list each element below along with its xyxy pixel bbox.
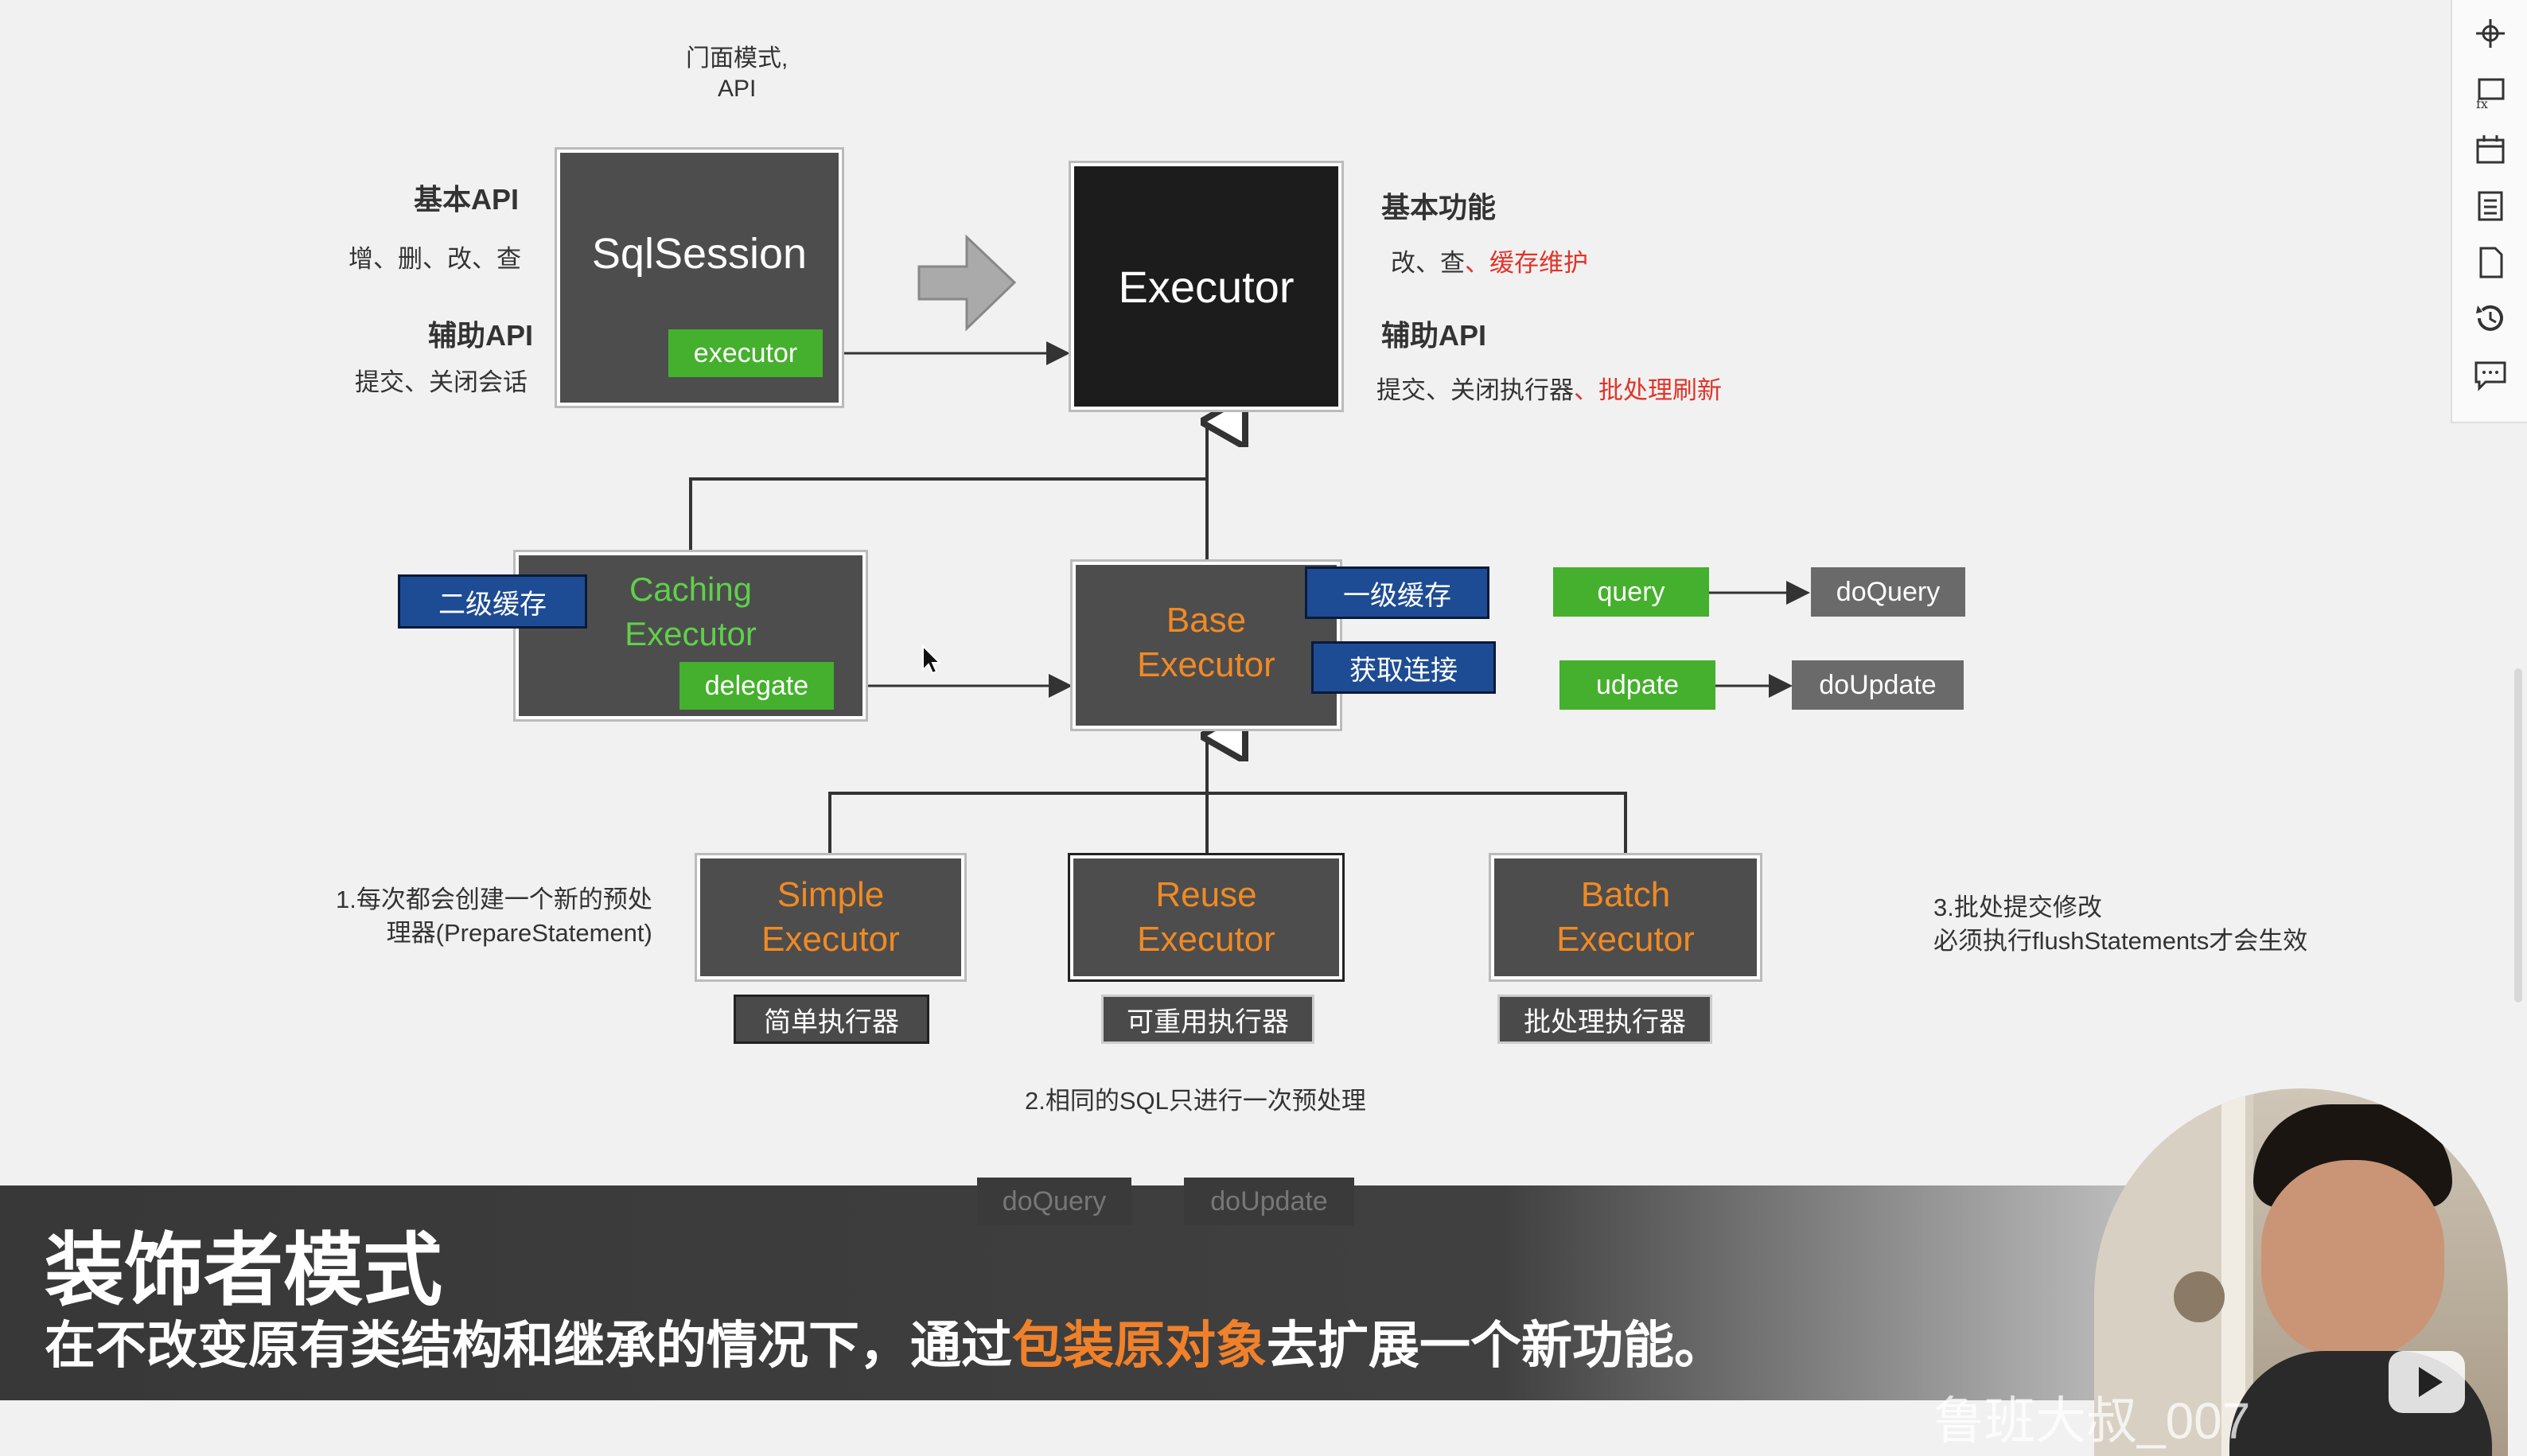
doquery-method: doQuery [1811, 567, 1965, 617]
slide-formula-icon[interactable]: fx [2473, 75, 2508, 110]
sqlsession-executor-field: executor [668, 329, 823, 377]
banner-subtitle-post: 去扩展一个新功能。 [1267, 1317, 1725, 1374]
batch-title-line2: Executor [1556, 920, 1695, 959]
note-batch-line2: 必须执行flushStatements才会生效 [1933, 927, 2308, 955]
crosshair-icon[interactable] [2473, 16, 2508, 51]
executor-box: Executor [1071, 163, 1341, 410]
batch-title-line1: Batch [1580, 875, 1671, 914]
base-title-line1: Base [1166, 601, 1247, 640]
exec-basic-ops-red: 、缓存维护 [1465, 249, 1588, 277]
pages-icon[interactable] [2473, 188, 2508, 223]
ghost-doquery: doQuery [977, 1178, 1131, 1225]
sqlsession-box: SqlSession executor [557, 150, 842, 406]
exec-basic-ops-text: 改、查 [1391, 249, 1465, 277]
exec-basic-label: 基本功能 [1381, 191, 1497, 224]
base-tag-l1-cache: 一级缓存 [1305, 566, 1489, 619]
reuse-title: Reuse Executor [1137, 873, 1275, 962]
banner-subtitle: 在不改变原有类结构和继承的情况下，通过包装原对象去扩展一个新功能。 [45, 1305, 1725, 1378]
note-batch-line1: 3.批处提交修改 [1933, 893, 2102, 921]
simple-title: Simple Executor [761, 873, 900, 962]
simple-title-line2: Executor [761, 920, 900, 959]
aux-api-ops: 提交、关闭会话 [355, 368, 528, 396]
note-batch: 3.批处提交修改 必须执行flushStatements才会生效 [1933, 891, 2307, 958]
doupdate-method: doUpdate [1792, 660, 1964, 710]
facade-note-line2: API [717, 76, 757, 102]
comment-icon[interactable] [2473, 358, 2508, 393]
exec-aux-label: 辅助API [1381, 319, 1487, 352]
svg-text:fx: fx [2476, 96, 2488, 110]
reuse-tag: 可重用执行器 [1101, 995, 1314, 1044]
batch-title: Batch Executor [1556, 873, 1695, 962]
simple-tag: 简单执行器 [734, 995, 929, 1044]
mouse-cursor-icon [922, 644, 942, 675]
right-toolbar: fx [2451, 0, 2527, 423]
basic-api-label: 基本API [414, 183, 520, 216]
note-simple: 1.每次都会创建一个新的预处 理器(PrepareStatement) [336, 883, 652, 950]
presenter-face [2261, 1160, 2444, 1359]
aux-api-label: 辅助API [428, 319, 534, 352]
base-tag-get-connection: 获取连接 [1311, 641, 1496, 694]
webcam-door [2221, 1088, 2245, 1456]
exec-aux-ops-red: 、批处理刷新 [1574, 376, 1722, 404]
update-method: udpate [1559, 660, 1715, 710]
banner-subtitle-highlight: 包装原对象 [1012, 1317, 1267, 1374]
history-icon[interactable] [2473, 301, 2508, 336]
base-title: Base Executor [1137, 598, 1275, 687]
query-method: query [1553, 567, 1709, 617]
simple-executor-box: Simple Executor [697, 855, 964, 979]
base-title-line2: Executor [1137, 645, 1275, 684]
webcam-decoration [2174, 1271, 2225, 1322]
basic-api-ops: 增、删、改、查 [348, 245, 521, 273]
calendar-icon[interactable] [2473, 132, 2508, 167]
banner-title: 装饰者模式 [45, 1226, 442, 1315]
note-simple-line1: 1.每次都会创建一个新的预处 [336, 886, 652, 913]
caching-tag-l2-cache: 二级缓存 [398, 574, 587, 629]
exec-basic-ops: 改、查、缓存维护 [1391, 243, 1588, 278]
presenter-webcam [2094, 1088, 2508, 1456]
note-simple-line2: 理器(PrepareStatement) [386, 919, 652, 947]
document-icon[interactable] [2473, 245, 2508, 280]
simple-title-line1: Simple [777, 875, 885, 914]
reuse-executor-box: Reuse Executor [1070, 855, 1342, 979]
bilibili-play-icon [2389, 1351, 2465, 1413]
reuse-title-line2: Executor [1137, 920, 1275, 959]
base-executor-box: Base Executor [1073, 562, 1340, 729]
caching-title-line2: Executor [625, 615, 757, 652]
facade-note-line1: 门面模式, [686, 45, 788, 72]
batch-tag: 批处理执行器 [1497, 995, 1712, 1044]
inherit-line-top [689, 477, 1207, 553]
banner-subtitle-pre: 在不改变原有类结构和继承的情况下，通过 [45, 1317, 1012, 1374]
sqlsession-title: SqlSession [591, 230, 808, 278]
exec-aux-ops-text: 提交、关闭执行器 [1376, 376, 1574, 404]
note-reuse: 2.相同的SQL只进行一次预处理 [1025, 1087, 1366, 1115]
batch-executor-box: Batch Executor [1491, 855, 1760, 979]
facade-note: 门面模式, API [686, 44, 788, 104]
reuse-title-line1: Reuse [1155, 875, 1257, 914]
ghost-doupdate: doUpdate [1184, 1178, 1354, 1225]
caching-delegate-field: delegate [679, 662, 834, 710]
caching-title: Caching Executor [625, 567, 757, 656]
exec-aux-ops: 提交、关闭执行器、批处理刷新 [1376, 370, 1722, 406]
watermark-text: 鲁班大叔_007 [1933, 1392, 2251, 1450]
scrollbar[interactable] [2514, 668, 2522, 1002]
executor-title: Executor [1118, 261, 1295, 312]
inherit-line-bottom [828, 792, 1627, 855]
caching-title-line1: Caching [629, 570, 753, 608]
big-arrow [917, 234, 1017, 332]
